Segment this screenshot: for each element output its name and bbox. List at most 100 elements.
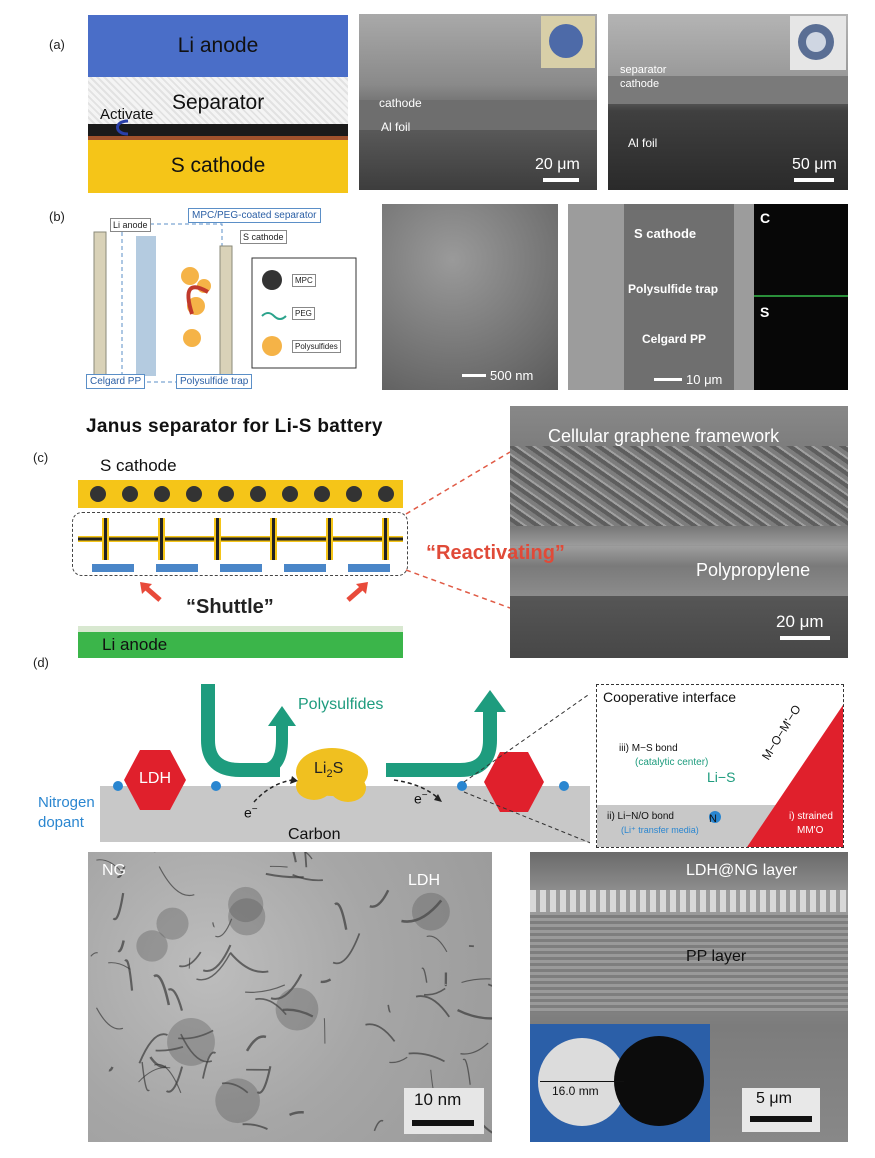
tem-flake xyxy=(423,987,446,996)
legend-polysulfides-label: Polysulfides xyxy=(292,340,341,353)
panel-d-tem: NG LDH 10 nm xyxy=(88,852,492,1142)
scale-box xyxy=(404,1088,484,1134)
map-c-label: C xyxy=(760,210,771,226)
panel-a-sem-1: cathode Al foil 20 μm xyxy=(359,14,597,190)
tem-flake xyxy=(124,959,134,991)
tem-flake xyxy=(90,952,98,957)
pp-block xyxy=(348,564,390,572)
tem-flake xyxy=(460,1042,489,1055)
tem-flake xyxy=(255,997,287,1016)
ldh-ng-label: LDH@NG layer xyxy=(686,862,798,879)
cross-section-band xyxy=(624,204,734,390)
tem-flake xyxy=(389,1056,408,1064)
tem-ldh-cluster xyxy=(228,886,264,923)
tem-flake xyxy=(408,1052,445,1063)
strained-label-2: MM'O xyxy=(797,825,824,836)
polysulfide-trap-label: Polysulfide trap xyxy=(628,282,719,296)
tem-flake xyxy=(334,902,348,930)
scale-bar xyxy=(750,1116,812,1122)
inset-title: Cooperative interface xyxy=(603,689,737,705)
tem-flake xyxy=(165,1066,184,1093)
tem-flake xyxy=(457,1009,492,1020)
sulfur-dot xyxy=(282,486,298,502)
dopant-label: dopant xyxy=(38,814,84,831)
pp-blocks xyxy=(92,564,390,572)
li-anode-label: Li anode xyxy=(110,218,151,232)
scale-label: 10 μm xyxy=(686,372,723,387)
panel-c-title: Janus separator for Li-S battery xyxy=(86,416,383,437)
scale-label: 500 nm xyxy=(490,368,534,383)
tem-flake xyxy=(426,935,448,953)
tem-ldh-cluster xyxy=(167,1018,215,1066)
li2s-subscript: 2 xyxy=(326,768,333,781)
tem-flake xyxy=(221,1082,249,1094)
lino-bond-label: ii) Li−N/O bond xyxy=(607,811,674,822)
framework-strut-core xyxy=(384,518,387,560)
separator-label: Separator xyxy=(172,91,265,114)
scale-bar xyxy=(780,636,830,640)
disc-dimension-label: 16.0 mm xyxy=(552,1084,599,1098)
legend-mpc-label: MPC xyxy=(292,274,316,287)
pp-block xyxy=(284,564,326,572)
tem-ldh-cluster xyxy=(136,930,168,962)
graphene-band xyxy=(510,446,848,526)
tem-flake xyxy=(242,1123,268,1131)
photo-inset xyxy=(790,16,846,70)
tem-flake xyxy=(116,865,126,878)
tem-flake xyxy=(323,1018,326,1044)
panel-c-sem: Cellular graphene framework Polypropylen… xyxy=(510,406,848,658)
framework-strut-core xyxy=(160,518,163,560)
tem-flake xyxy=(108,962,131,970)
pp-block xyxy=(220,564,262,572)
shuttle-arrows xyxy=(140,582,368,602)
tem-flake xyxy=(158,866,195,897)
tem-flake xyxy=(401,899,443,923)
tem-flake xyxy=(387,1004,392,1013)
ldh-ng-band xyxy=(530,890,848,912)
strained-label-1: i) strained xyxy=(789,811,833,822)
li2s-end: S xyxy=(332,760,344,777)
panel-c-schematic: S cathode “Shuttle” Li anode xyxy=(72,452,408,660)
disc-photo-inset: 16.0 mm xyxy=(530,1024,710,1142)
s-cathode-label: S cathode xyxy=(634,226,697,241)
tem-flake xyxy=(167,988,184,1011)
panel-c-letter: (c) xyxy=(33,450,49,465)
tem-flake xyxy=(245,984,286,993)
separator-band xyxy=(608,76,848,104)
tem-flake xyxy=(373,1119,384,1132)
cathode-label: cathode xyxy=(379,96,422,110)
tem-flake xyxy=(188,957,191,969)
electron-label-left: e− xyxy=(244,804,258,821)
tem-flake xyxy=(117,940,125,953)
tem-flake xyxy=(487,983,492,987)
shuttle-label: “Shuttle” xyxy=(186,596,274,618)
coated-separator-label: MPC/PEG-coated separator xyxy=(188,208,321,223)
panel-d-schematic: Polysulfides Li2S LDH Nitrogen dopant Ca… xyxy=(30,680,620,850)
scale-bar xyxy=(794,178,834,182)
framework-strut-core xyxy=(328,518,331,560)
ldh-label: LDH xyxy=(139,770,172,787)
ms-bond-label: iii) M−S bond xyxy=(619,743,678,754)
tem-flake xyxy=(108,1066,114,1072)
scale-bar xyxy=(412,1120,474,1126)
electron-label-right: e− xyxy=(414,790,428,807)
tem-flake xyxy=(155,1046,184,1052)
tem-flake xyxy=(289,1111,304,1117)
panel-a-sem-2: separator cathode Al foil 50 μm xyxy=(608,14,848,190)
s-cathode-label: S cathode xyxy=(170,154,266,177)
sulfur-dot xyxy=(314,486,330,502)
panel-b-schematic: Li anode MPC/PEG-coated separator S cath… xyxy=(80,206,372,392)
sulfur-dot xyxy=(346,486,362,502)
polysulfide-trap-label: Polysulfide trap xyxy=(176,374,253,389)
panel-d-letter: (d) xyxy=(33,655,49,670)
tem-ldh-cluster xyxy=(228,898,266,936)
panel-b-elemental-map: C S xyxy=(754,204,848,390)
map-s-label: S xyxy=(760,304,770,320)
scale-label: 5 μm xyxy=(756,1090,792,1107)
tem-flake xyxy=(138,1067,171,1083)
framework-strut-core xyxy=(272,518,275,560)
tem-flake xyxy=(138,1033,168,1064)
sulfur-dot xyxy=(378,486,394,502)
sulfur-dot xyxy=(250,486,266,502)
tem-flake xyxy=(332,933,361,965)
